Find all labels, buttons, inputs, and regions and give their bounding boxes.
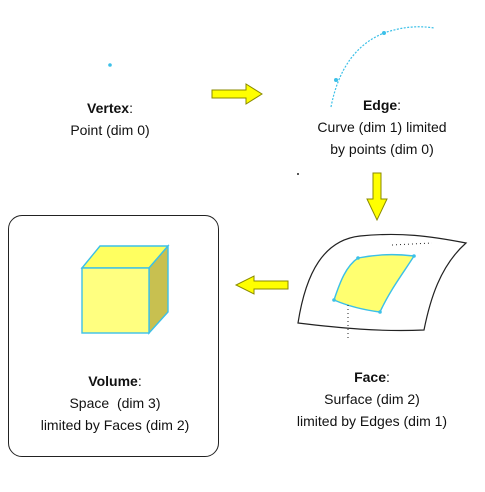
arrow-down	[366, 172, 388, 222]
edge-endpoint	[382, 31, 386, 35]
volume-description-2: limited by Faces (dim 2)	[40, 417, 190, 433]
face-title: Face	[354, 369, 387, 385]
vertex-description: Point (dim 0)	[70, 122, 150, 138]
edge-title: Edge	[362, 97, 398, 113]
vertex-caption: Vertex: Point (dim 0)	[20, 97, 200, 141]
edge-caption: Edge: Curve (dim 1) limited by points (d…	[282, 94, 482, 160]
face-caption: Face: Surface (dim 2) limited by Edges (…	[262, 366, 482, 432]
face-colon: :	[386, 369, 390, 385]
vertex-point	[108, 63, 112, 67]
vertex-colon: :	[129, 100, 133, 116]
volume-description-1: Space (dim 3)	[69, 395, 161, 411]
edge-endpoint	[334, 78, 338, 82]
stray-dot	[297, 173, 299, 175]
edge-description-1: Curve (dim 1) limited	[317, 119, 447, 135]
arrow-left	[234, 275, 289, 295]
vertex-title: Vertex	[87, 100, 130, 116]
cube-front	[81, 267, 150, 334]
edge-colon: :	[397, 97, 402, 113]
arrow-right	[211, 83, 263, 105]
volume-cube	[80, 244, 170, 335]
volume-title: Volume	[88, 373, 138, 389]
volume-caption: Volume: Space (dim 3) limited by Faces (…	[10, 370, 220, 436]
volume-colon: :	[137, 373, 142, 389]
volume-frame	[8, 215, 219, 457]
face-description-2: limited by Edges (dim 1)	[296, 413, 448, 429]
face-surface	[297, 233, 468, 340]
edge-description-2: by points (dim 0)	[330, 141, 434, 157]
face-description-1: Surface (dim 2)	[324, 391, 420, 407]
